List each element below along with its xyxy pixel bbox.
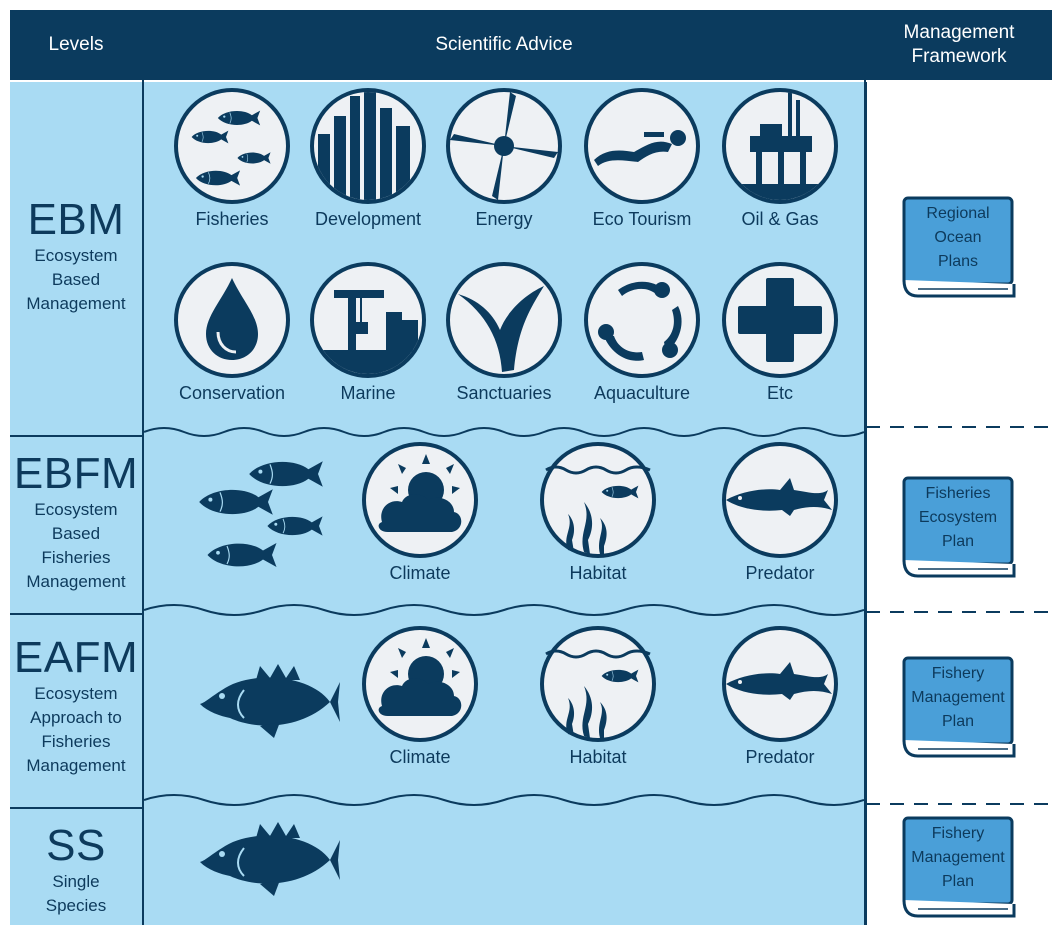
book-icon: [902, 196, 1016, 298]
level-abbreviation: EBFM: [13, 449, 139, 498]
eafm-icon-predator: Predator: [710, 624, 850, 768]
icon-label: Energy: [475, 209, 533, 229]
seaweed-habitat-icon: [540, 626, 656, 742]
dashed-divider: [866, 803, 1052, 805]
level-full-name: Ecosystem Approach to Fisheries Manageme…: [26, 684, 126, 775]
ebm-icon-marine: Marine: [298, 260, 438, 404]
wave-divider: [144, 427, 864, 437]
fish-cycle-icon: [584, 262, 700, 378]
icon-label: Eco Tourism: [592, 209, 692, 229]
ebm-icon-aquaculture: Aquaculture: [572, 260, 712, 404]
plan-title: Fishery Management Plan: [911, 825, 1005, 890]
level-full-name: Ecosystem Based Management: [26, 246, 126, 313]
water-drop-icon: [174, 262, 290, 378]
diagram-frame: Levels Scientific Advice Management Fram…: [10, 10, 1053, 925]
eafm-icon-climate: Climate: [350, 624, 490, 768]
book-icon: [902, 816, 1016, 918]
plan-title: Fisheries Ecosystem Plan: [918, 485, 998, 550]
sun-cloud-icon: [362, 626, 478, 742]
plan-book-fishery-management-ss: Fishery Management Plan: [902, 816, 1018, 920]
whale-tail-icon: [446, 262, 562, 378]
book-icon: [902, 656, 1016, 758]
level-divider: [10, 435, 142, 437]
icon-label: Fisheries: [195, 209, 269, 229]
header-levels: Levels: [10, 10, 142, 80]
ebm-icon-energy: Energy: [434, 86, 574, 230]
icon-label: Development: [314, 209, 422, 229]
plus-icon: [722, 262, 838, 378]
icon-label: Marine: [340, 383, 396, 403]
ebm-icon-sanctuaries: Sanctuaries: [434, 260, 574, 404]
plan-book-fisheries-ecosystem: Fisheries Ecosystem Plan: [902, 476, 1018, 580]
oil-rig-icon: [722, 88, 838, 204]
level-ebm: EBM Ecosystem Based Management: [10, 196, 142, 316]
dashed-divider: [866, 426, 1052, 428]
level-ss: SS Single Species: [10, 822, 142, 918]
level-full-name: Single Species: [45, 872, 107, 915]
icon-label: Climate: [389, 563, 451, 583]
ebm-icon-conservation: Conservation: [162, 260, 302, 404]
icon-label: Predator: [745, 747, 815, 767]
header-scientific-advice: Scientific Advice: [144, 10, 864, 80]
icon-label: Aquaculture: [593, 383, 691, 403]
level-abbreviation: EAFM: [13, 633, 139, 682]
dashed-divider: [866, 611, 1052, 613]
skyscrapers-icon: [310, 88, 426, 204]
icon-label: Sanctuaries: [456, 383, 552, 403]
sun-cloud-icon: [362, 442, 478, 558]
icon-label: Conservation: [178, 383, 286, 403]
eafm-icon-habitat: Habitat: [528, 624, 668, 768]
ebfm-icon-predator: Predator: [710, 440, 850, 584]
ebm-icon-oil-gas: Oil & Gas: [710, 86, 850, 230]
grouper-fish-icon: [199, 663, 340, 739]
ebm-icon-development: Development: [298, 86, 438, 230]
seaweed-habitat-icon: [540, 442, 656, 558]
icon-label: Habitat: [569, 747, 627, 767]
ebm-icon-fisheries: Fisheries: [162, 86, 302, 230]
icon-label: Predator: [745, 563, 815, 583]
wave-divider: [144, 794, 864, 806]
level-ebfm: EBFM Ecosystem Based Fisheries Managemen…: [10, 450, 142, 594]
fish-school-icon: [198, 460, 324, 568]
level-abbreviation: EBM: [27, 195, 125, 244]
ebm-icon-etc: Etc: [710, 260, 850, 404]
column-divider: [864, 10, 866, 925]
ebm-icon-eco-tourism: Eco Tourism: [572, 86, 712, 230]
icon-label: Etc: [766, 383, 793, 403]
level-divider: [10, 613, 142, 615]
ebfm-icon-habitat: Habitat: [528, 440, 668, 584]
level-divider: [10, 807, 142, 809]
shark-icon: [722, 626, 838, 742]
icon-label: Oil & Gas: [741, 209, 819, 229]
levels-column: [10, 82, 142, 925]
ebfm-icon-climate: Climate: [350, 440, 490, 584]
level-eafm: EAFM Ecosystem Approach to Fisheries Man…: [10, 634, 142, 778]
plan-book-fishery-management: Fishery Management Plan: [902, 656, 1018, 760]
book-icon: [902, 476, 1016, 578]
plan-title: Regional Ocean Plans: [926, 205, 990, 270]
swimmer-icon: [584, 88, 700, 204]
fish-school-icon: [174, 88, 290, 204]
wind-turbine-icon: [446, 88, 562, 204]
plan-book-regional-ocean: Regional Ocean Plans: [902, 196, 1018, 300]
wave-divider: [144, 604, 864, 616]
grouper-fish-icon: [199, 821, 340, 897]
shark-icon: [722, 442, 838, 558]
plan-title: Fishery Management Plan: [911, 665, 1005, 730]
level-full-name: Ecosystem Based Fisheries Management: [26, 500, 126, 591]
icon-label: Habitat: [569, 563, 627, 583]
header-management-framework: Management Framework: [866, 10, 1052, 80]
icon-label: Climate: [389, 747, 451, 767]
level-abbreviation: SS: [46, 821, 106, 870]
column-divider: [142, 10, 144, 925]
port-crane-icon: [310, 262, 426, 378]
